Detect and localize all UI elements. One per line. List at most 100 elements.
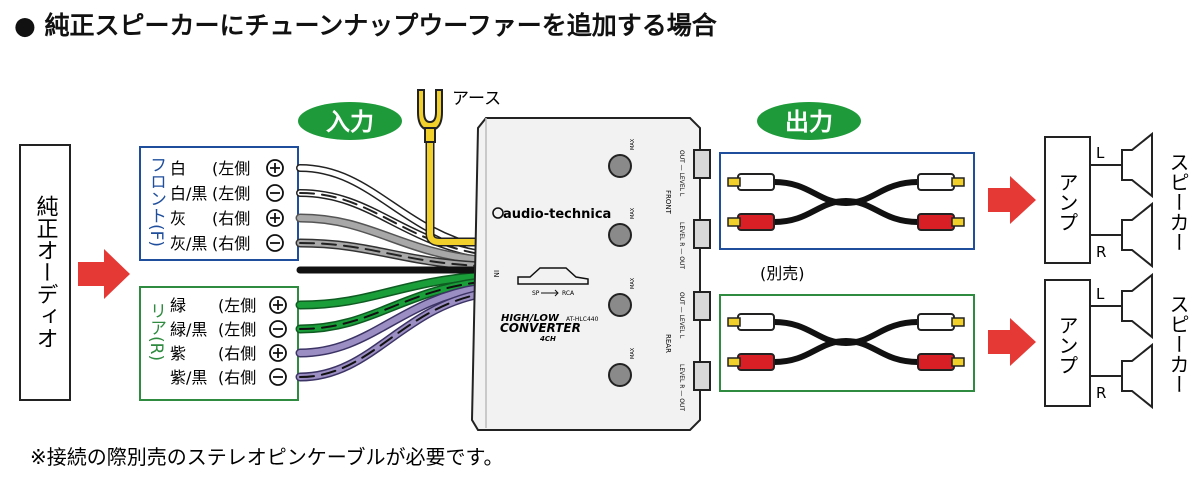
rca-plug-tip: [727, 177, 741, 187]
wire-gray-core: [297, 215, 483, 263]
rca-plug-white: [737, 313, 775, 331]
rear-channel-r: R: [1096, 384, 1106, 402]
front-row-side: (左側: [212, 159, 250, 178]
rca-plug-red: [917, 213, 955, 231]
knobs: MAX MAX MAX MAX: [608, 138, 636, 387]
input-badge-label: 入力: [326, 108, 374, 136]
rca-plug-tip: [951, 357, 965, 367]
front-rca-cable: [727, 173, 965, 231]
footnote: ※接続の際別売のステレオピンケーブルが必要です。: [30, 445, 504, 469]
plus-icon-mark: [270, 163, 280, 173]
minus-icon: [266, 234, 284, 252]
source-label: 純正オーディオ: [33, 195, 59, 349]
ground-terminal-neck: [424, 127, 436, 143]
level-knob[interactable]: [608, 154, 632, 178]
front-amp-label: アンプ: [1055, 172, 1079, 232]
speaker-icon: [1121, 342, 1153, 410]
front-row-color: 白: [170, 159, 186, 178]
heading-bullet: ●: [14, 11, 36, 40]
minus-icon: [269, 368, 287, 386]
rca-label: RCA: [562, 290, 575, 297]
rear-channel-l: L: [1096, 285, 1105, 303]
rca-plug-tip: [951, 177, 965, 187]
front-row-side: (左側: [212, 184, 250, 203]
rear-rows: 緑 (左側 緑/黒 (左側 紫 (右側 紫/黒 (右側: [170, 296, 287, 387]
rca-plug-white: [917, 313, 955, 331]
rear-row-side: (右側: [218, 344, 256, 363]
front-wires: [295, 164, 485, 271]
front-level-l: OUT — LEVEL L: [678, 150, 685, 197]
rear-group-label: リア(R): [146, 302, 166, 361]
front-group-box: [139, 146, 299, 261]
rca-plug-red: [737, 213, 775, 231]
rca-jack[interactable]: [693, 361, 711, 391]
rear-speaker-label: スピーカー: [1166, 294, 1190, 394]
front-output-arrow: [988, 176, 1036, 224]
plus-icon: [269, 296, 287, 314]
rca-jack[interactable]: [693, 149, 711, 179]
level-knob[interactable]: [608, 363, 632, 387]
rca-plug-tip: [727, 357, 741, 367]
brand-logo-icon: [492, 207, 504, 219]
speaker-icon: [1121, 272, 1153, 340]
heading: ● 純正スピーカーにチューンナップウーファーを追加する場合: [14, 6, 717, 42]
rca-cable-wire: [773, 197, 919, 225]
device-brand: audio-technica: [503, 207, 611, 222]
plus-icon-mark: [273, 300, 283, 310]
plus-icon-mark: [270, 213, 280, 223]
rear-level-l: OUT — LEVEL L: [678, 292, 685, 339]
rear-label: REAR: [664, 334, 672, 353]
rca-jacks: [693, 149, 711, 391]
rear-amp-box: [1044, 279, 1091, 407]
output-badge-label: 出力: [785, 108, 833, 136]
rca-plug-tip: [727, 317, 741, 327]
speaker-icon: [1121, 131, 1153, 199]
wire-purple-core: [297, 285, 483, 356]
rca-jack[interactable]: [693, 291, 711, 321]
device-body: [470, 117, 701, 431]
rear-row-side: (右側: [218, 368, 256, 387]
plus-icon: [266, 159, 284, 177]
rear-row-side: (左側: [218, 296, 256, 315]
ground-cable: [425, 138, 480, 247]
front-channel-r: R: [1096, 243, 1106, 261]
device-name-line1: HIGH/LOW: [501, 313, 560, 324]
plus-icon-mark: [273, 348, 283, 358]
front-row-side: (右側: [212, 209, 250, 228]
plus-icon: [266, 209, 284, 227]
front-level-r: LEVEL R — OUT: [678, 222, 685, 269]
rear-row-color: 緑/黒: [170, 320, 207, 339]
separately-sold-label: (別売): [760, 264, 805, 283]
knob-max-label: MAX: [630, 138, 636, 150]
ground-terminal-icon: [417, 89, 443, 132]
converter-device: audio-technica IN SP RCA HIGH/LOW AT-HLC…: [470, 117, 711, 431]
rca-plug-white: [737, 173, 775, 191]
minus-icon: [269, 320, 287, 338]
ground-wire: [417, 89, 480, 247]
level-knob[interactable]: [608, 293, 632, 317]
front-amp-lines: [1090, 164, 1122, 236]
rca-plug-tip: [727, 217, 741, 227]
rca-plug-tip: [951, 317, 965, 327]
front-rows: 白 (左側 白/黒 (左側 灰 (右側 灰/黒 (右側: [170, 159, 284, 253]
front-row-side: (右側: [212, 234, 250, 253]
rca-plug-red: [917, 353, 955, 371]
rear-row-side: (左側: [218, 320, 256, 339]
front-row-color: 白/黒: [170, 184, 207, 203]
speaker-icon: [1121, 201, 1153, 269]
front-channel-l: L: [1096, 144, 1105, 162]
rca-plug-red: [737, 353, 775, 371]
front-label: FRONT: [664, 190, 672, 215]
level-knob[interactable]: [608, 223, 632, 247]
front-amp-box: [1044, 136, 1091, 264]
wire-purple-black-stripe: [299, 293, 481, 378]
rca-jack[interactable]: [693, 219, 711, 249]
minus-icon: [266, 184, 284, 202]
device-in-label: IN: [492, 270, 500, 277]
knob-max-label: MAX: [630, 347, 636, 359]
front-row-color: 灰: [170, 209, 186, 228]
wire-white-black-stripe: [299, 192, 481, 255]
sp-label: SP: [532, 290, 540, 297]
rca-cable-wire: [773, 337, 919, 365]
